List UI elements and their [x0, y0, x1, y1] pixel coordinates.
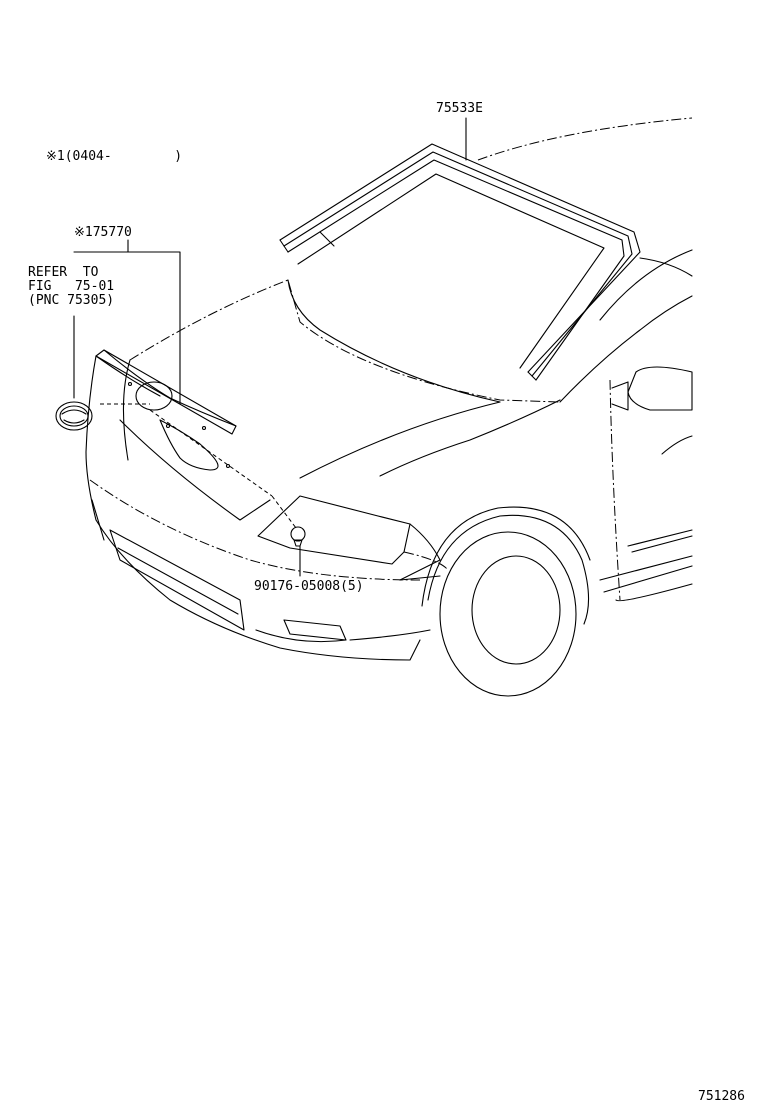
applicability-note: ※1(0404- ) — [46, 149, 183, 164]
windshield-molding — [279, 143, 641, 381]
part-number-75533e: 75533E — [436, 101, 483, 116]
windshield-glass — [297, 173, 605, 369]
emblem — [55, 401, 93, 431]
part-number-90176-05008: 90176-05008(5) — [254, 579, 364, 594]
car-body — [85, 249, 693, 661]
refer-note-line1: REFER TO — [28, 265, 99, 280]
clip — [271, 495, 306, 547]
front-wheel — [421, 506, 591, 697]
figure-number: 751286 — [698, 1089, 745, 1104]
refer-note-line2: FIG 75-01 — [28, 279, 115, 294]
grille-garnish — [95, 349, 273, 497]
part-number-175770: ※175770 — [74, 225, 132, 240]
leader-lines — [73, 117, 693, 581]
refer-note-line3: (PNC 75305) — [28, 293, 115, 308]
